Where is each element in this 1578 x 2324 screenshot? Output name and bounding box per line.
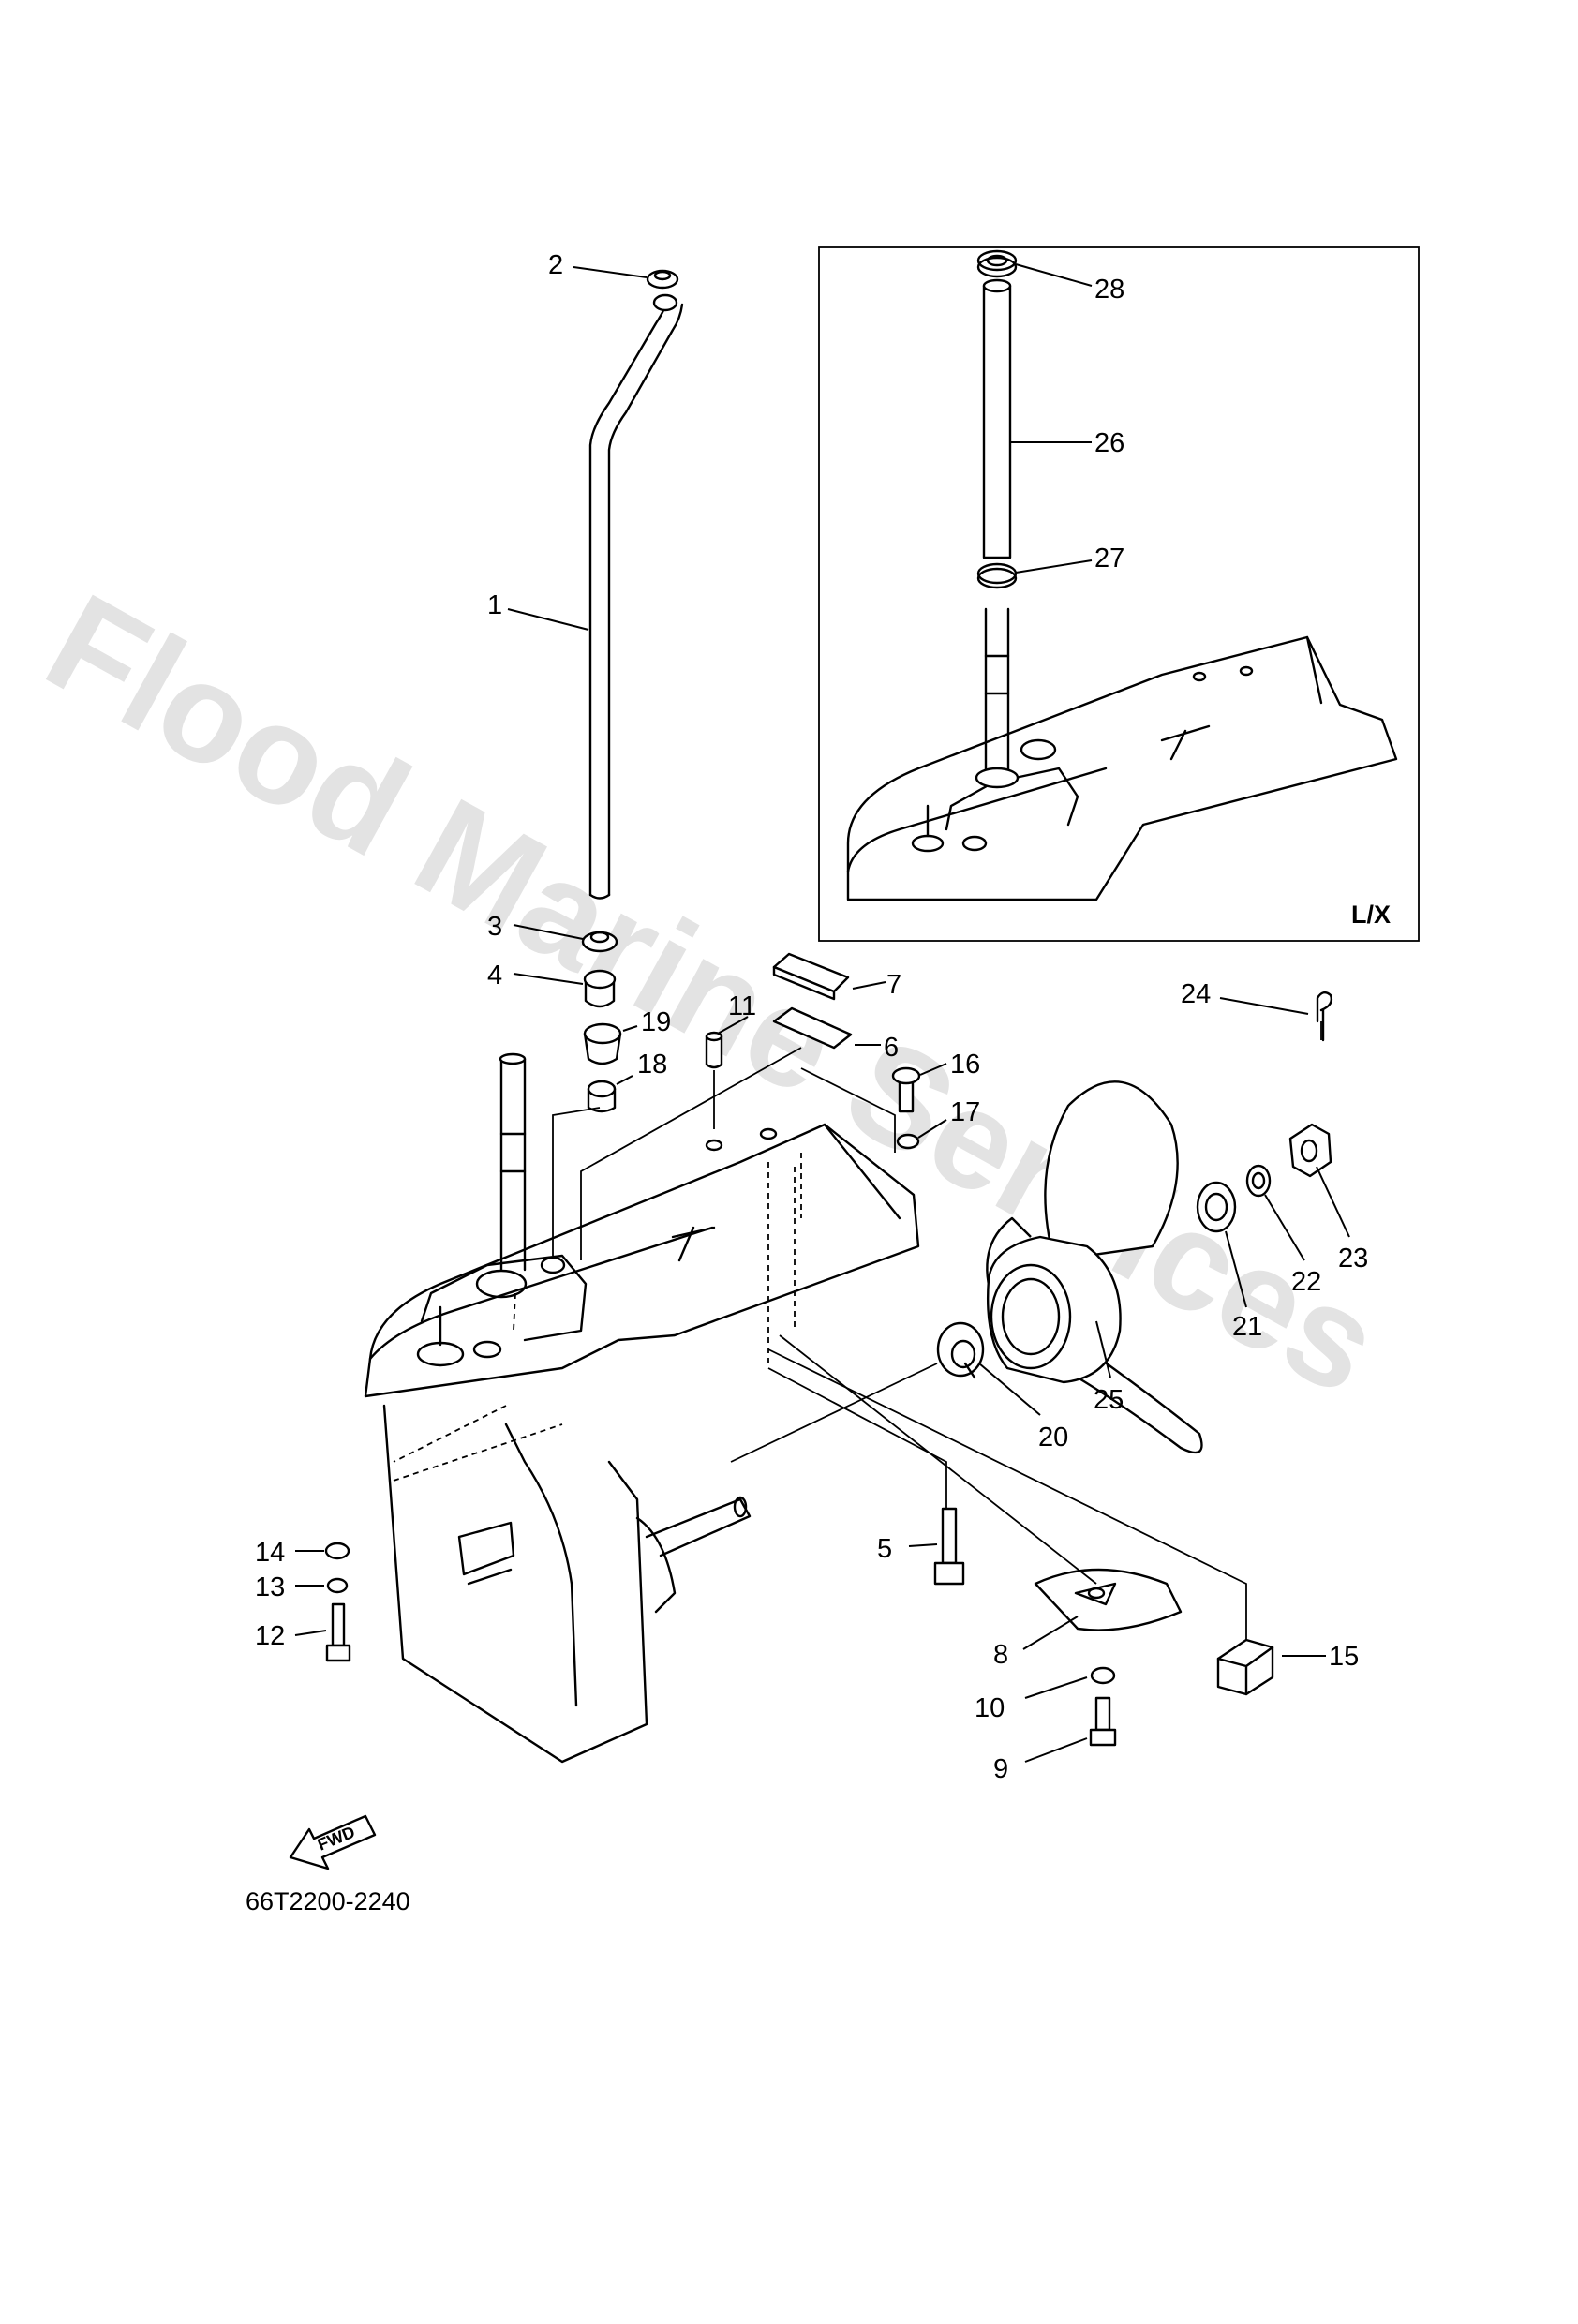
callout-1: 1: [487, 590, 502, 620]
callout-15: 15: [1329, 1642, 1359, 1672]
callout-25: 25: [1094, 1385, 1124, 1415]
part-dowel-11: [705, 1031, 723, 1069]
part-propeller-25: [986, 1080, 1203, 1454]
callout-4: 4: [487, 961, 502, 991]
callout-9: 9: [993, 1754, 1008, 1784]
assembly-line-c: [767, 1367, 947, 1509]
callout-12: 12: [255, 1621, 285, 1651]
assembly-line-h: [800, 1067, 896, 1153]
callout-6: 6: [884, 1033, 899, 1063]
assembly-line-b: [779, 1334, 1097, 1585]
part-seal-3: [581, 931, 618, 953]
part-bolt-9: [1089, 1696, 1117, 1747]
callout-19: 19: [641, 1007, 671, 1037]
callout-13: 13: [255, 1572, 285, 1602]
callout-8: 8: [993, 1640, 1008, 1670]
part-bolt-12: [325, 1602, 351, 1662]
callout-7: 7: [886, 970, 901, 1000]
part-trim-tab-8: [1034, 1568, 1183, 1631]
callout-labels: 1 2 3 4 5 6 7 8 9 10 11 12 13 14 15 16 1…: [255, 250, 1368, 1784]
part-cotter-pin-24: [1316, 991, 1333, 1042]
callout-14: 14: [255, 1538, 285, 1568]
assembly-line-a: [767, 1348, 1247, 1640]
callout-11: 11: [728, 991, 756, 1021]
forward-arrow: FWD: [289, 1814, 377, 1870]
part-18: [587, 1080, 617, 1113]
part-anode-15: [1216, 1638, 1274, 1696]
leader-lines: [294, 263, 1350, 1763]
part-washer-22: [1245, 1164, 1272, 1198]
assembly-line-d: [730, 1363, 938, 1463]
callout-21: 21: [1232, 1312, 1262, 1342]
part-grommet-2: [646, 269, 679, 290]
inset-label: L/X: [1351, 901, 1391, 929]
assembly-line-f: [580, 1047, 802, 1260]
callout-18: 18: [637, 1050, 667, 1080]
callout-20: 20: [1038, 1423, 1068, 1452]
part-washer-10: [1090, 1666, 1116, 1685]
callout-27: 27: [1094, 544, 1124, 574]
callout-2: 2: [548, 250, 563, 280]
callout-23: 23: [1338, 1244, 1368, 1274]
part-washer-13: [326, 1577, 349, 1594]
callout-16: 16: [950, 1050, 980, 1080]
part-water-tube: [588, 293, 684, 900]
part-21: [1196, 1181, 1237, 1233]
callout-28: 28: [1094, 275, 1124, 305]
part-grommet-4: [583, 969, 617, 1008]
callout-24: 24: [1181, 979, 1211, 1009]
gearcase-assembly: [364, 1052, 920, 1764]
part-washer-14: [324, 1542, 350, 1560]
diagram-code: 66T2200-2240: [246, 1887, 410, 1915]
assembly-line-e: [552, 1107, 601, 1256]
part-bolt-5: [933, 1507, 965, 1586]
callout-5: 5: [877, 1534, 892, 1564]
callout-26: 26: [1094, 428, 1124, 458]
inset-lx: L/X: [818, 246, 1420, 942]
callout-10: 10: [975, 1693, 1005, 1723]
callout-3: 3: [487, 912, 502, 942]
part-19: [583, 1022, 622, 1065]
part-washer-17: [896, 1133, 920, 1150]
part-seal-20: [936, 1321, 985, 1379]
part-nut-23: [1288, 1123, 1332, 1178]
callout-22: 22: [1291, 1267, 1321, 1297]
part-pad-7: [772, 952, 850, 1001]
part-pad-6: [772, 1006, 853, 1050]
callout-17: 17: [950, 1097, 980, 1127]
part-bolt-16: [891, 1066, 921, 1113]
